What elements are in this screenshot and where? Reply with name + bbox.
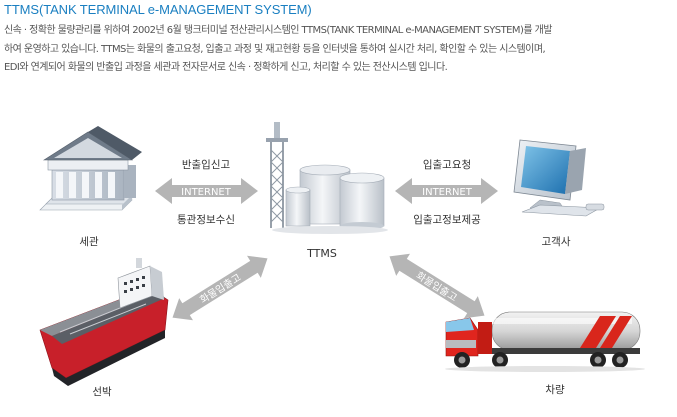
- client-label: 고객사: [542, 236, 571, 248]
- ttms-label: TTMS: [306, 247, 337, 260]
- tanker-truck-icon: [445, 311, 645, 372]
- ttms-tank-terminal-icon: [266, 122, 388, 234]
- ship-label: 선박: [92, 386, 112, 398]
- description: 신속 · 정확한 물량관리를 위하여 2002년 6월 탱크터미널 전산관리시스…: [4, 22, 674, 78]
- description-line-3: EDI와 연계되어 화물의 반출입 과정을 세관과 전자문서로 신속 · 정확하…: [4, 62, 448, 73]
- description-line-2: 하여 운영하고 있습니다. TTMS는 화물의 출고요청, 입출고 과정 및 재…: [4, 43, 546, 55]
- customs-bottom-text: 통관정보수신: [177, 214, 235, 226]
- customs-ttms-arrow: [155, 178, 258, 204]
- ship-ttms-arrow: 화물입출고: [172, 255, 268, 321]
- truck-ttms-arrow: 화물입출고: [389, 253, 485, 319]
- customs-label: 세관: [79, 236, 99, 248]
- client-computer-icon: [513, 139, 605, 217]
- client-top-text: 입출고요청: [423, 158, 471, 171]
- description-line-1: 신속 · 정확한 물량관리를 위하여 2002년 6월 탱크터미널 전산관리시스…: [4, 25, 552, 36]
- customs-building-icon: [39, 126, 142, 211]
- ship-icon: [39, 258, 169, 386]
- customs-top-text: 반출입신고: [182, 158, 231, 171]
- ship-arrow-text: 화물입출고: [197, 271, 243, 306]
- client-ttms-arrow: [395, 178, 498, 204]
- customs-arrow-text: INTERNET: [181, 187, 232, 198]
- client-bottom-text: 입출고정보제공: [413, 213, 481, 226]
- truck-arrow-text: 화물입출고: [414, 269, 460, 304]
- client-arrow-text: INTERNET: [422, 187, 473, 198]
- page-title: TTMS(TANK TERMINAL e-MANAGEMENT SYSTEM): [4, 2, 312, 17]
- truck-label: 차량: [545, 384, 565, 396]
